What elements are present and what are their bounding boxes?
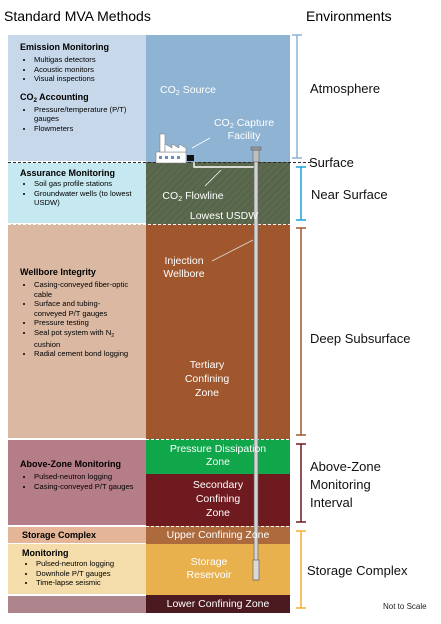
assurance-monitoring-box: Assurance Monitoring Soil gas profile st… xyxy=(8,163,146,223)
list-item: Downhole P/T gauges xyxy=(36,569,146,579)
emission-monitoring-box: Emission Monitoring Multigas detectors A… xyxy=(8,35,146,161)
env-near-surface: Near Surface xyxy=(311,187,388,202)
above-zone-bracket xyxy=(296,443,306,523)
above-zone-monitoring-title: Above-Zone Monitoring xyxy=(20,459,121,469)
co2-flowline-label: CO2 Flowline xyxy=(162,190,224,204)
list-item: Groundwater wells (to lowest USDW) xyxy=(34,189,134,208)
env-storage-complex: Storage Complex xyxy=(307,563,408,578)
capture-facility-icon xyxy=(187,155,194,161)
list-item: Soil gas profile stations xyxy=(34,179,146,189)
list-item: Time-lapse seismic xyxy=(36,578,146,588)
near-surface-bracket xyxy=(296,166,306,221)
injection-wellbore-label: Injection Wellbore xyxy=(163,255,205,280)
flowline-leader-line xyxy=(204,169,222,187)
list-item: Acoustic monitors xyxy=(34,65,146,75)
deep-subsurface-bracket xyxy=(296,227,306,436)
list-item: Flowmeters xyxy=(34,124,146,134)
storage-complex-bracket xyxy=(296,530,306,609)
list-item: Casing-conveyed P/T gauges xyxy=(34,482,134,492)
list-item: Pressure testing xyxy=(34,318,130,328)
wellbore-leader-line xyxy=(211,239,254,262)
pressure-dissipation-zone-label: Pressure Dissipation Zone xyxy=(169,443,267,468)
well-perforation xyxy=(252,559,260,581)
tertiary-confining-zone-label: Tertiary Confining Zone xyxy=(184,359,230,399)
atmosphere-bracket xyxy=(292,34,302,159)
storage-complex-title: Storage Complex xyxy=(22,530,97,540)
co2-accounting-title: CO2 Accounting xyxy=(20,91,89,104)
lowest-usdw-label: Lowest USDW xyxy=(189,210,259,222)
mva-methods-title: Standard MVA Methods xyxy=(4,8,151,24)
list-item: Pulsed-neutron logging xyxy=(36,559,146,569)
secondary-confining-zone xyxy=(146,474,290,526)
capture-leader-line xyxy=(191,137,211,149)
storage-reservoir-label: Storage Reservoir xyxy=(186,556,232,581)
list-item: Radial cement bond logging xyxy=(34,349,130,359)
list-item: Visual inspections xyxy=(34,74,146,84)
deep-subsurface-zone xyxy=(146,224,290,439)
near-surface-hatching xyxy=(146,162,290,224)
co2-source-label: CO2 Source xyxy=(159,84,217,98)
emission-monitoring-title: Emission Monitoring xyxy=(20,42,109,52)
storage-reservoir-zone xyxy=(146,544,290,595)
list-item: Pulsed-neutron logging xyxy=(34,472,134,482)
monitoring-title: Monitoring xyxy=(22,548,69,558)
env-deep-subsurface: Deep Subsurface xyxy=(310,331,411,346)
atmosphere-zone xyxy=(146,35,290,162)
env-atmosphere: Atmosphere xyxy=(310,81,381,96)
flowline xyxy=(193,162,254,168)
upper-confining-zone-label: Upper Confining Zone xyxy=(166,529,270,541)
lower-confining-zone xyxy=(146,595,290,613)
above-zone-monitoring-box: Above-Zone Monitoring Pulsed-neutron log… xyxy=(8,440,146,525)
pressure-dissipation-zone xyxy=(146,439,290,474)
lower-left-box xyxy=(8,596,146,613)
list-item: Seal pot system with N2 cushion xyxy=(34,328,130,349)
assurance-monitoring-title: Assurance Monitoring xyxy=(20,168,116,178)
list-item: Multigas detectors xyxy=(34,55,146,65)
co2-capture-facility-label: CO2 Capture Facility xyxy=(213,117,275,142)
factory-icon xyxy=(155,133,187,164)
list-item: Casing-conveyed fiber-optic cable xyxy=(34,280,130,299)
wellbore-integrity-title: Wellbore Integrity xyxy=(20,267,96,277)
lower-confining-zone-label: Lower Confining Zone xyxy=(166,598,270,610)
list-item: Pressure/temperature (P/T) gauges xyxy=(34,105,146,124)
wellhead-icon xyxy=(250,146,262,163)
not-to-scale-note: Not to Scale xyxy=(383,602,427,611)
environments-title: Environments xyxy=(306,8,392,24)
storage-complex-box: Storage Complex xyxy=(8,527,146,543)
secondary-confining-zone-label: Secondary Confining Zone xyxy=(192,479,244,519)
monitoring-box: Monitoring Pulsed-neutron logging Downho… xyxy=(8,544,146,594)
list-item: Surface and tubing-conveyed P/T gauges xyxy=(34,299,130,318)
wellbore-integrity-box: Wellbore Integrity Casing-conveyed fiber… xyxy=(8,224,146,438)
env-surface: Surface xyxy=(309,155,354,170)
env-above-zone-interval: Above-Zone Monitoring Interval xyxy=(310,459,381,510)
